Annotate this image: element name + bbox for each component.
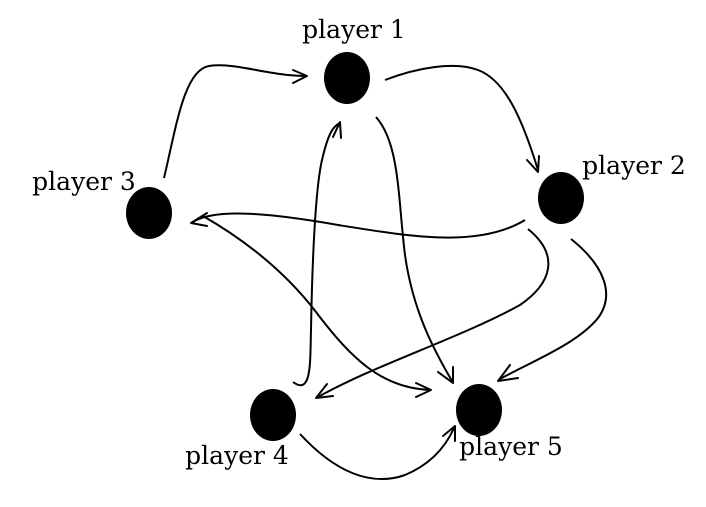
arrowhead-p3-p1 xyxy=(292,69,308,84)
node-player-5 xyxy=(456,384,502,436)
node-label-player-5: player 5 xyxy=(459,432,563,461)
arrowhead-p4-p5 xyxy=(442,425,456,442)
edges-group xyxy=(163,64,607,480)
node-label-player-1: player 1 xyxy=(302,15,406,44)
arrowhead-p2-p4 xyxy=(315,383,334,399)
edge-p4-p5 xyxy=(299,427,455,480)
arrowhead-p1-p2 xyxy=(526,155,540,173)
arrowheads-group xyxy=(190,69,540,442)
edge-p2-p4 xyxy=(317,228,550,398)
node-label-player-3: player 3 xyxy=(32,167,136,196)
edge-p3-p5 xyxy=(202,215,431,391)
node-player-2 xyxy=(538,172,584,224)
labels-group: player 1 player 2 player 3 player 4 play… xyxy=(32,15,686,470)
node-player-4 xyxy=(250,389,296,441)
node-label-player-4: player 4 xyxy=(185,441,289,470)
edge-p1-p2 xyxy=(384,64,539,171)
edge-p1-p5 xyxy=(375,116,453,382)
arrowhead-p2-p5 xyxy=(497,364,519,382)
edge-p2-p3 xyxy=(192,212,526,239)
arrowhead-p1-p5 xyxy=(437,366,454,384)
node-player-3 xyxy=(126,187,172,239)
edge-p3-p1 xyxy=(163,64,307,179)
edge-p4-p1 xyxy=(292,122,341,387)
arrowhead-p4-p1 xyxy=(332,121,342,139)
node-label-player-2: player 2 xyxy=(582,151,686,180)
arrowhead-p3-p5 xyxy=(415,382,432,398)
nodes-group xyxy=(126,52,584,441)
edge-p2-p5 xyxy=(499,238,607,380)
arrowhead-p2-p3 xyxy=(190,212,208,227)
node-player-1 xyxy=(324,52,370,104)
